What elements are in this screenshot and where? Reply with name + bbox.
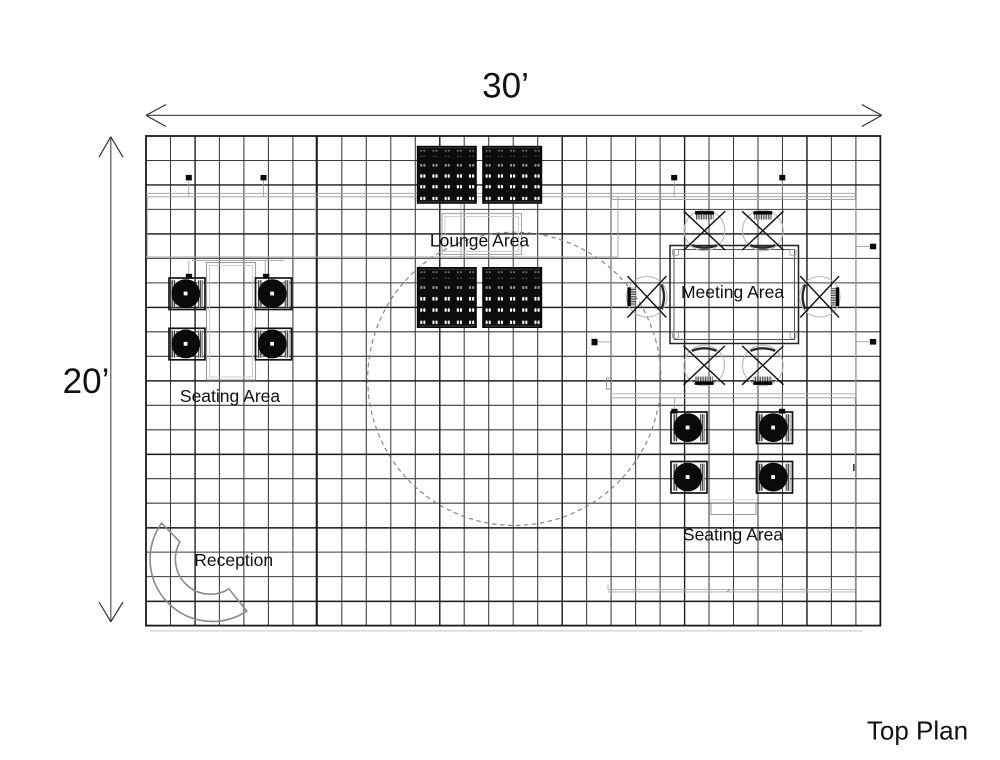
svg-text:Seating Area: Seating Area (683, 525, 783, 545)
svg-text:30’: 30’ (482, 67, 529, 106)
svg-text:20’: 20’ (63, 362, 110, 401)
svg-text:Meeting Area: Meeting Area (681, 282, 784, 302)
svg-text:Seating Area: Seating Area (180, 386, 280, 406)
svg-text:Reception: Reception (194, 550, 273, 570)
svg-text:Top Plan: Top Plan (867, 716, 968, 746)
svg-text:Lounge Area: Lounge Area (430, 231, 530, 251)
